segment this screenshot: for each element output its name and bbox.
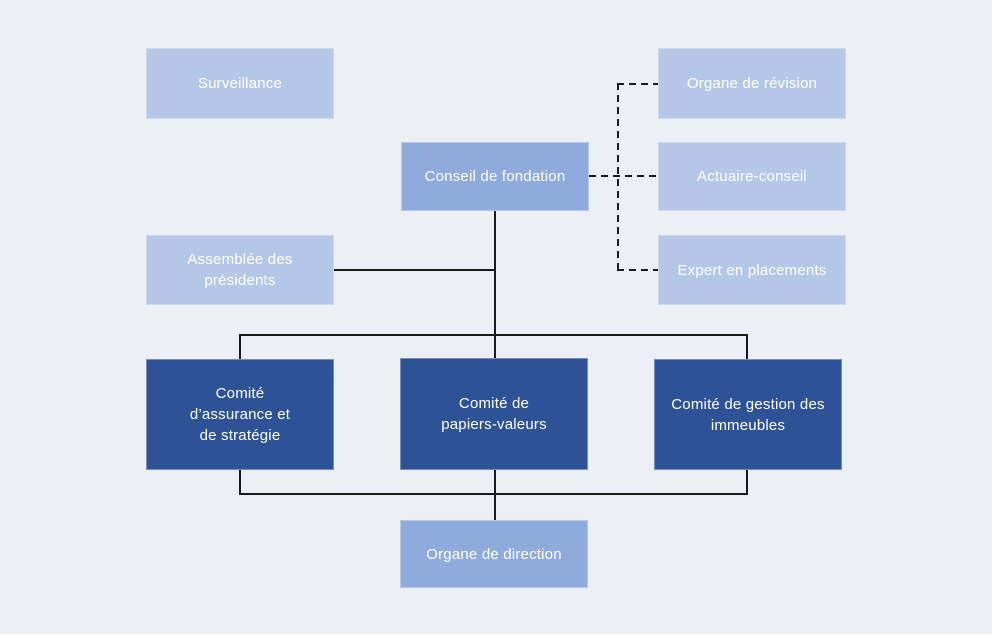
node-organe-de-revision: Organe de révision: [658, 48, 846, 119]
connector-riser-comite-papiers: [494, 470, 496, 520]
node-conseil-de-fondation: Conseil de fondation: [401, 142, 589, 211]
connector-direction-bottom-distribution: [239, 493, 748, 495]
node-actuaire-conseil: Actuaire-conseil: [658, 142, 846, 211]
node-expert-en-placements: Expert en placements: [658, 235, 846, 305]
node-comite-assurance-strategie: Comité d’assurance et de stratégie: [146, 359, 334, 470]
connector-dashed-vertical: [617, 83, 619, 271]
connector-dashed-organe-revision: [617, 83, 658, 85]
node-surveillance: Surveillance: [146, 48, 334, 119]
node-organe-de-direction: Organe de direction: [400, 520, 588, 588]
connector-drop-comite-gestion: [746, 334, 748, 360]
connector-riser-comite-assurance: [239, 470, 241, 495]
connector-drop-comite-assurance: [239, 334, 241, 360]
connector-conseil-vertical: [494, 211, 496, 358]
node-assemblee-des-presidents: Assemblée des présidents: [146, 235, 334, 305]
connector-dashed-expert-placements: [617, 269, 658, 271]
node-comite-gestion-immeubles: Comité de gestion des immeubles: [654, 359, 842, 470]
connector-assemblee-horizontal: [334, 269, 495, 271]
node-comite-papiers-valeurs: Comité de papiers-valeurs: [400, 358, 588, 470]
connector-dashed-conseil-actuaire: [589, 175, 658, 177]
connector-committees-top-distribution: [239, 334, 748, 336]
connector-riser-comite-gestion: [746, 470, 748, 495]
